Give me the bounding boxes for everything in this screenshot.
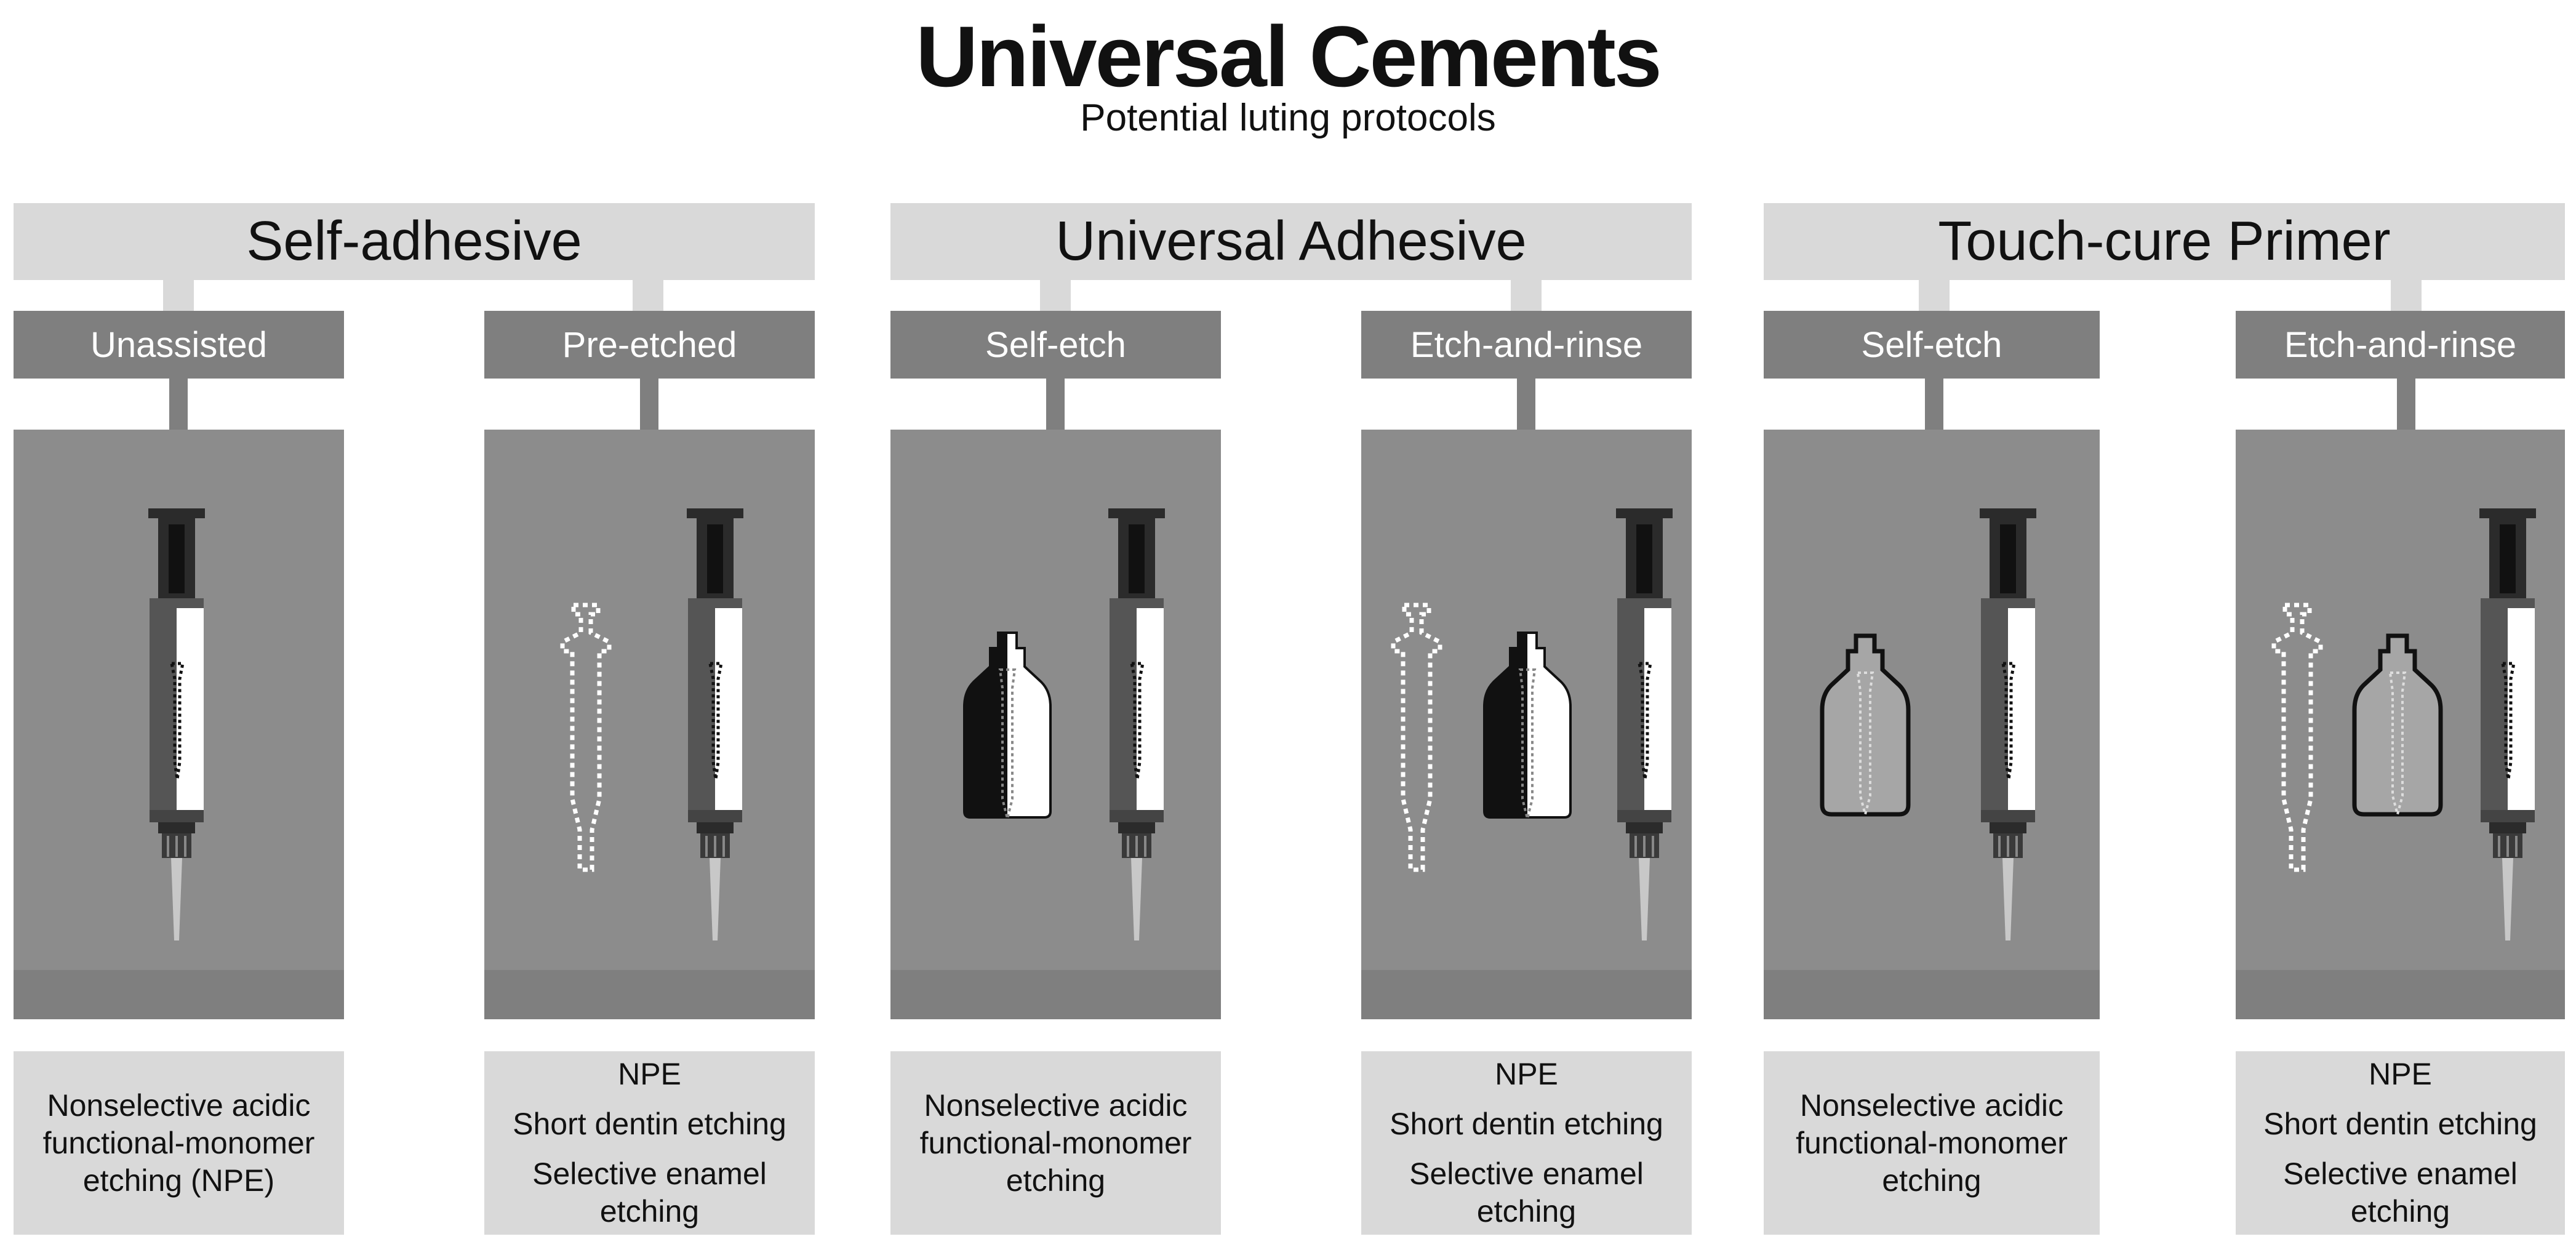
description-line: Short dentin etching: [513, 1107, 786, 1141]
protocol-label: Etch-and-rinse: [2284, 324, 2517, 365]
panel-unassisted: [14, 430, 344, 1019]
cement-syringe-icon: [687, 508, 743, 940]
description-line: NPE: [618, 1057, 681, 1091]
cement-syringe-icon: [2479, 508, 2536, 940]
panel-tcp-self-etch: [1764, 430, 2100, 1019]
protocol-label: Pre-etched: [562, 324, 737, 365]
description-line: NPE: [2369, 1057, 2432, 1091]
adhesive-bottle-icon: [963, 632, 1052, 820]
page-subtitle: Potential luting protocols: [1080, 97, 1496, 139]
description-tcp-etch-and-rinse: NPE Short dentin etching Selective ename…: [2236, 1051, 2565, 1235]
connector: [169, 379, 188, 430]
connector: [1046, 379, 1065, 430]
description-line: etching: [1882, 1163, 1982, 1198]
description-line: Nonselective acidic: [924, 1088, 1188, 1123]
description-line: functional-monomer: [42, 1125, 315, 1160]
protocol-tcp-etch-and-rinse: Etch-and-rinse: [2236, 311, 2565, 379]
etchant-syringe-outline-icon: [562, 605, 609, 870]
description-ua-etch-and-rinse: NPE Short dentin etching Selective ename…: [1361, 1051, 1692, 1235]
protocol-label: Self-etch: [985, 324, 1126, 365]
group-touch-cure-primer: Touch-cure Primer: [1764, 203, 2565, 280]
connector: [1925, 379, 1943, 430]
description-line: Nonselective acidic: [47, 1088, 311, 1123]
group-label: Self-adhesive: [246, 211, 582, 272]
cement-syringe-icon: [1616, 508, 1673, 940]
panel-tcp-etch-and-rinse: [2236, 430, 2565, 1019]
description-pre-etched: NPE Short dentin etching Selective ename…: [484, 1051, 815, 1235]
protocol-ua-self-etch: Self-etch: [890, 311, 1221, 379]
protocol-label: Self-etch: [1861, 324, 2002, 365]
connector: [1040, 280, 1071, 311]
description-ua-self-etch: Nonselective acidic functional-monomer e…: [890, 1051, 1221, 1235]
connector: [1517, 379, 1535, 430]
description-line: functional-monomer: [919, 1125, 1192, 1160]
primer-bottle-icon: [1822, 636, 1908, 814]
connector: [1919, 280, 1950, 311]
group-label: Touch-cure Primer: [1938, 211, 2391, 272]
description-line: NPE: [1495, 1057, 1558, 1091]
page-title: Universal Cements: [916, 8, 1662, 105]
description-line: Selective enamel etching: [1409, 1157, 1644, 1229]
protocol-ua-etch-and-rinse: Etch-and-rinse: [1361, 311, 1692, 379]
description-line: Nonselective acidic: [1800, 1088, 2063, 1123]
connector: [640, 379, 658, 430]
group-label: Universal Adhesive: [1055, 211, 1527, 272]
group-self-adhesive: Self-adhesive: [14, 203, 815, 280]
connector: [633, 280, 663, 311]
protocol-label: Unassisted: [90, 324, 267, 365]
cement-syringe-icon: [14, 430, 344, 1019]
connector: [2391, 280, 2422, 311]
cement-syringe-icon: [1108, 508, 1165, 940]
connector: [163, 280, 194, 311]
connector: [1511, 280, 1542, 311]
panel-ua-etch-and-rinse: [1361, 430, 1692, 1019]
adhesive-bottle-icon: [1483, 632, 1572, 820]
panel-pre-etched: [484, 430, 815, 1019]
description-line: functional-monomer: [1796, 1125, 2068, 1160]
description-line: Selective enamel etching: [532, 1157, 767, 1229]
etchant-syringe-outline-icon: [2274, 605, 2321, 870]
description-unassisted: Nonselective acidic functional-monomer e…: [14, 1051, 344, 1235]
panel-ua-self-etch: [890, 430, 1221, 1019]
etchant-syringe-outline-icon: [1393, 605, 1440, 870]
cement-syringe-icon: [1980, 508, 2036, 940]
description-line: Short dentin etching: [2263, 1107, 2537, 1141]
connector: [2397, 379, 2415, 430]
protocol-unassisted: Unassisted: [14, 311, 344, 379]
primer-bottle-icon: [2354, 636, 2441, 814]
description-line: etching: [1006, 1163, 1106, 1198]
protocol-tcp-self-etch: Self-etch: [1764, 311, 2100, 379]
description-tcp-self-etch: Nonselective acidic functional-monomer e…: [1764, 1051, 2100, 1235]
group-universal-adhesive: Universal Adhesive: [890, 203, 1692, 280]
description-line: Selective enamel etching: [2283, 1157, 2518, 1229]
description-line: Short dentin etching: [1390, 1107, 1663, 1141]
description-line: etching (NPE): [82, 1163, 275, 1198]
protocol-label: Etch-and-rinse: [1410, 324, 1643, 365]
protocol-pre-etched: Pre-etched: [484, 311, 815, 379]
